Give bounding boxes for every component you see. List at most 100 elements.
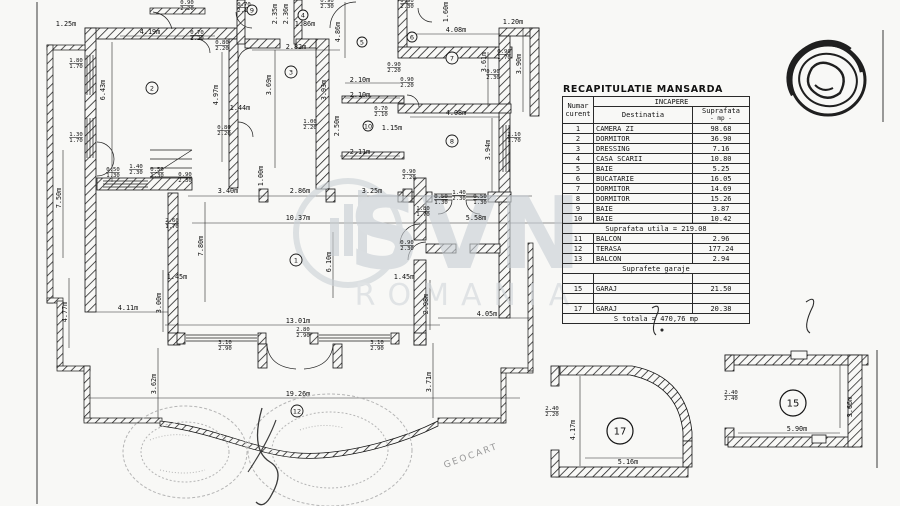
col-header-suprafata: Suprafata - mp -: [692, 106, 750, 124]
cell-numar: 13: [562, 253, 594, 264]
cell-numar: 1: [562, 123, 594, 134]
cell-destinatia: DORMITOR: [593, 193, 693, 204]
table-row: [562, 273, 750, 284]
dimension-label: 3.40m: [218, 187, 238, 195]
garage-17-plan: [550, 365, 693, 478]
cell-destinatia: [593, 293, 693, 304]
dimension-label: 5.90m: [787, 425, 807, 433]
dimension-label: 2.11m: [350, 148, 370, 156]
cell-numar: 11: [562, 233, 594, 244]
dimension-label: 7.80m: [197, 236, 205, 256]
dimension-label: 5.16m: [618, 458, 638, 466]
cell-suprafata: 16.05: [692, 173, 750, 184]
dimension-label: 2.10m: [350, 76, 370, 84]
cell-destinatia: TERASA: [593, 243, 693, 254]
dimension-label: 19.26m: [286, 390, 311, 398]
dimension-label: 1.86m: [295, 20, 315, 28]
dimension-label: 1.15m: [382, 124, 402, 132]
col-header-incapere: INCAPERE: [593, 96, 750, 107]
cell-suprafata: 98.68: [692, 123, 750, 134]
cell-suprafata: 177.24: [692, 243, 750, 254]
room-number-circle: 3: [284, 65, 298, 79]
dimension-label: 4.05m: [477, 310, 497, 318]
dimension-label: 2.10m: [350, 91, 370, 99]
cell-destinatia: GARAJ: [593, 303, 693, 314]
dimension-label: 1.25m: [56, 20, 76, 28]
cell-numar: 5: [562, 163, 594, 174]
cell-numar: 12: [562, 243, 594, 254]
table-span-row: S totala = 470,76 mp: [562, 313, 750, 324]
cell-suprafata: 5.25: [692, 163, 750, 174]
dimension-label: 1.60m: [442, 2, 450, 22]
room-number-circle: 15: [779, 389, 807, 417]
table-title: RECAPITULATIE MANSARDA: [563, 84, 724, 95]
dimension-label: 3.93m: [320, 80, 328, 100]
room-number-circle: 2: [145, 81, 159, 95]
cell-suprafata: 20.38: [692, 303, 750, 314]
cell-destinatia: [593, 273, 693, 284]
surveyor-stamps: GEOCART: [122, 393, 500, 506]
room-number-circle: 8: [445, 134, 459, 148]
cell-destinatia: CASA SCARII: [593, 153, 693, 164]
col-header-destinatia: Destinatia: [593, 106, 693, 124]
geocart-stamp-text: GEOCART: [443, 442, 500, 471]
room-number: 4: [301, 11, 305, 19]
cell-numar: [562, 273, 594, 284]
cell-numar: 3: [562, 143, 594, 154]
dimension-label: 3.90m: [515, 54, 523, 74]
cell-numar: 4: [562, 153, 594, 164]
cell-suprafata: 3.87: [692, 203, 750, 214]
room-number: 10: [364, 122, 372, 130]
terrace-walls: [46, 7, 534, 459]
dimension-label: 4.97m: [212, 85, 220, 105]
cell-suprafata: 36.90: [692, 133, 750, 144]
dimension-label: 3.00m: [155, 293, 163, 313]
dimension-label: 3.94m: [484, 140, 492, 160]
summary-table: Numar curent INCAPERE Destinatia Suprafa…: [562, 96, 750, 324]
room-number: 6: [410, 33, 414, 41]
room-number: 15: [787, 399, 800, 410]
dimension-label: 1.44m: [230, 104, 250, 112]
dimension-label: 2.50m: [333, 116, 341, 136]
dimension-label: 1.45m: [394, 273, 414, 281]
cell-numar: 2: [562, 133, 594, 144]
dimension-label: 3.62m: [150, 374, 158, 394]
room-number: 1: [294, 256, 298, 264]
dimension-label: 10.37m: [286, 214, 311, 222]
dimension-label: 2.86m: [290, 187, 310, 195]
dimension-label: 4.86m: [334, 22, 342, 42]
cell-numar: 8: [562, 193, 594, 204]
notary-seal: [786, 39, 867, 117]
room-number-circle: 1: [289, 253, 303, 267]
room-number-circle: 5: [356, 36, 368, 48]
dimension-label: 6.43m: [99, 80, 107, 100]
cell-suprafata: 21.50: [692, 283, 750, 294]
dimension-label: 3.69m: [265, 75, 273, 95]
cell-suprafata: [692, 273, 750, 284]
cell-suprafata: 2.96: [692, 233, 750, 244]
cell-suprafata: 2.94: [692, 253, 750, 264]
